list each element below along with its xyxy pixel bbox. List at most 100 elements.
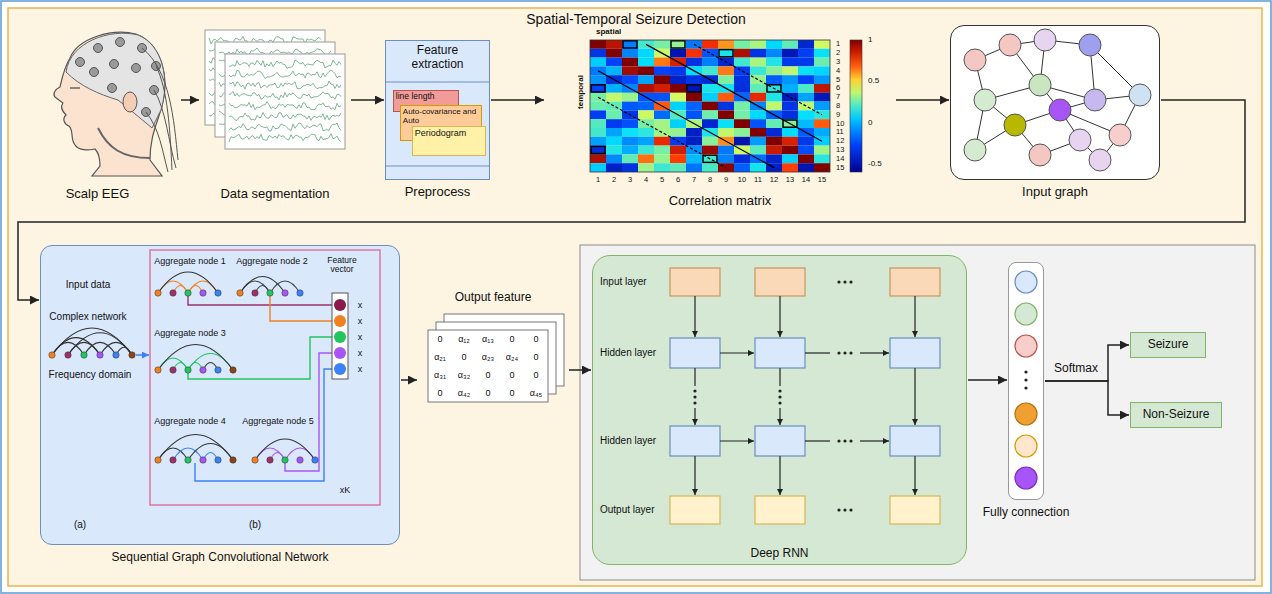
drawing-rect (782, 40, 798, 49)
drawing-rect (654, 84, 670, 93)
text-holder: (b) (249, 519, 261, 531)
drawing-rect (702, 66, 718, 75)
text-holder: 11 (754, 176, 762, 185)
text-holder: α₂₁ (434, 352, 446, 362)
text-holder: 0 (437, 334, 442, 344)
drawing-rect (814, 66, 830, 75)
tick-label: 13 (836, 146, 844, 155)
drawing-circle (778, 389, 781, 392)
drawing-circle (297, 457, 303, 463)
drawing-rect (750, 49, 766, 58)
drawing-rect (750, 154, 766, 163)
panel-label: Input data (66, 279, 110, 291)
drawing-line (1045, 40, 1090, 45)
drawing-circle (1029, 144, 1051, 166)
drawing-rect (702, 146, 718, 155)
drawing-rect (755, 338, 805, 368)
drawing-rect (654, 49, 670, 58)
drawing-rect (590, 110, 606, 119)
drawing-rect (686, 154, 702, 163)
drawing-rect (718, 49, 734, 58)
drawing-rect (654, 93, 670, 102)
drawing-rect (814, 154, 830, 163)
drawing-path (84, 342, 116, 355)
text-holder: 10 (836, 119, 844, 128)
drawing-rect (782, 146, 798, 155)
drawing-rect (670, 93, 686, 102)
drawing-line (1015, 125, 1040, 155)
matrix-cell: 0 (437, 388, 442, 398)
drawing-path (203, 453, 218, 461)
drawing-rect (782, 110, 798, 119)
drawing-rect (622, 66, 638, 75)
drawing-rect (814, 75, 830, 84)
tick-label: 9 (836, 110, 840, 119)
drawing-rect (750, 137, 766, 146)
tick-label: 6 (676, 176, 680, 185)
drawing-line (1040, 40, 1045, 85)
drawing-path (188, 281, 218, 293)
drawing-rect (734, 84, 750, 93)
drawing-circle (837, 439, 840, 442)
drawing-rect (766, 102, 782, 111)
panel-label: (b) (249, 519, 261, 531)
text-holder: Seizure (1131, 333, 1205, 357)
drawing-circle (230, 367, 236, 373)
drawing-line (985, 100, 1015, 125)
drawing-rect (606, 49, 622, 58)
flow-arrow (18, 100, 1245, 300)
tick-label: 14 (802, 176, 810, 185)
drawing-rect (782, 58, 798, 67)
drawing-rect (814, 84, 830, 93)
drawing-g (670, 268, 940, 524)
panel-label: Frequency domain (49, 369, 132, 381)
drawing-rect (654, 119, 670, 128)
drawing-rect (798, 128, 814, 137)
drawing-rect (782, 154, 798, 163)
text-holder: Aggregate node 1 (154, 256, 226, 266)
text-holder: Complex network (49, 311, 126, 323)
text-holder: 0 (437, 388, 442, 398)
drawing-rect (606, 102, 622, 111)
drawing-rect (814, 110, 830, 119)
drawing-rect (766, 110, 782, 119)
text-holder: 15 (818, 176, 826, 185)
drawing-circle (1089, 149, 1111, 171)
text-holder: 3 (836, 58, 840, 67)
matrix-cell: α₃₁ (434, 370, 446, 380)
drawing-path (219, 58, 331, 67)
drawing-path (229, 81, 341, 89)
drawing-ellipse (123, 92, 137, 112)
head-illustration (54, 32, 178, 176)
figure-panel: Data segmentation (200, 25, 350, 205)
tick-label: 3 (628, 176, 632, 185)
matrix-cell: 0 (485, 370, 490, 380)
drawing-path (219, 100, 331, 109)
matrix-cell: 0 (509, 370, 514, 380)
drawing-line (1015, 110, 1060, 125)
drawing-rect (606, 40, 622, 49)
text-holder: Hidden layer (600, 347, 656, 359)
drawing-path (158, 281, 188, 293)
drawing-g (205, 30, 345, 149)
drawing-path (154, 90, 176, 168)
drawing-circle (849, 351, 852, 354)
drawing-rect (814, 93, 830, 102)
text-holder: 8 (836, 102, 840, 111)
drawing-rect (670, 119, 686, 128)
drawing-rect (654, 58, 670, 67)
text-holder: Output feature (418, 291, 568, 305)
text-holder: α₃₂ (458, 370, 470, 380)
drawing-rect (686, 40, 702, 49)
tick-label: 9 (724, 176, 728, 185)
tick-label: 8 (708, 176, 712, 185)
text-holder: x (358, 348, 363, 358)
drawing-rect (686, 58, 702, 67)
drawing-rect (798, 58, 814, 67)
drawing-rect (638, 75, 654, 84)
drawing-rect (654, 163, 670, 172)
text-holder: 6 (676, 176, 680, 185)
drawing-circle (837, 280, 840, 283)
matrix-cell: 0 (509, 388, 514, 398)
